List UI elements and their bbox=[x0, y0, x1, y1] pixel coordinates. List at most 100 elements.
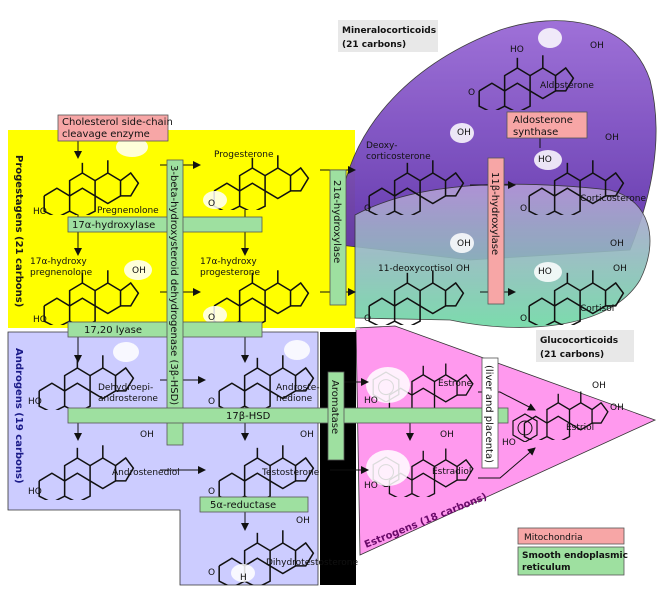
atom-o: O bbox=[208, 568, 215, 578]
corticosterone-label: Corticosterone bbox=[580, 194, 646, 204]
glucocorticoids-label: Glucocorticoids bbox=[540, 336, 618, 346]
legend-smooth-er-box bbox=[517, 546, 625, 576]
hydroxyprogesterone-label-1: 17α-hydroxy bbox=[200, 257, 257, 267]
atom-ho: HO bbox=[364, 481, 378, 491]
legend-smooth-er-line2: reticulum bbox=[522, 563, 571, 573]
atom-o: O bbox=[364, 314, 371, 324]
mineralocorticoids-carbons: (21 carbons) bbox=[342, 40, 406, 50]
highlight-ellipse bbox=[203, 306, 227, 324]
atom-o: O bbox=[208, 199, 215, 209]
atom-o: O bbox=[520, 314, 527, 324]
atom-h: H bbox=[240, 573, 247, 583]
atom-o: O bbox=[208, 397, 215, 407]
atom-oh: OH bbox=[610, 239, 624, 249]
progestagens-label: Progestagens (21 carbons) bbox=[13, 155, 24, 307]
highlight-ellipse bbox=[450, 233, 474, 253]
atom-oh: OH bbox=[140, 430, 154, 440]
atom-ho: HO bbox=[33, 315, 47, 325]
highlight-ellipse bbox=[366, 367, 410, 403]
mineralocorticoids-label: Mineralocorticoids bbox=[342, 26, 436, 36]
atom-oh: OH bbox=[590, 41, 604, 51]
androgens-region bbox=[7, 331, 319, 586]
side-chain-cleavage-enzyme-box bbox=[57, 114, 169, 142]
androgens-label: Androgens (19 carbons) bbox=[13, 348, 24, 484]
atom-ho: HO bbox=[538, 155, 552, 165]
atom-oh: OH bbox=[440, 430, 454, 440]
highlight-ellipse bbox=[534, 262, 562, 282]
liver-placenta-box bbox=[481, 357, 499, 469]
atom-o: O bbox=[208, 313, 215, 323]
glucocorticoids-carbons: (21 carbons) bbox=[540, 350, 604, 360]
estriol-label: Estriol bbox=[566, 423, 594, 433]
highlight-ellipse bbox=[203, 191, 227, 209]
atom-ho: HO bbox=[538, 267, 552, 277]
glucocorticoids-label-box bbox=[536, 330, 634, 362]
dhea-label-1: Dehydroepi- bbox=[98, 383, 153, 393]
hydroxypregnenolone-label-2: pregnenolone bbox=[30, 268, 93, 278]
atom-o: O bbox=[468, 88, 475, 98]
hsd-3b-label: 3-beta-hydroxysteroid dehydrogenase (3β-… bbox=[168, 165, 179, 405]
hsd-17b-label: 17β-HSD bbox=[226, 411, 271, 422]
atom-oh: OH bbox=[592, 381, 606, 391]
highlight-ellipse bbox=[534, 150, 562, 170]
highlight-ellipse bbox=[450, 123, 474, 143]
aromatase-label: Aromatase bbox=[329, 380, 340, 434]
side-chain-cleavage-enzyme-line2: cleavage enzyme bbox=[62, 129, 150, 140]
androstenediol-label: Androstenediol bbox=[112, 468, 180, 478]
liver-placenta-label: (liver and placenta) bbox=[483, 365, 494, 463]
atom-oh: OH bbox=[296, 516, 310, 526]
lyase-17-20-box bbox=[67, 321, 263, 338]
atom-oh: OH bbox=[457, 239, 471, 249]
reductase-5a-label: 5α-reductase bbox=[210, 500, 276, 511]
hydroxyprogesterone-label-2: progesterone bbox=[200, 268, 260, 278]
highlight-ellipse bbox=[124, 260, 152, 280]
legend-smooth-er-line1: Smooth endoplasmic bbox=[522, 551, 628, 561]
aldosterone-synthase-line1: Aldosterone bbox=[513, 115, 573, 126]
atom-oh: OH bbox=[300, 430, 314, 440]
hydroxylase-17a-label: 17α-hydroxylase bbox=[72, 220, 155, 231]
hsd-17b-box bbox=[67, 407, 509, 424]
legend-mitochondria-box bbox=[517, 527, 625, 545]
atom-ho: HO bbox=[502, 438, 516, 448]
hsd-3b-box bbox=[166, 159, 184, 446]
aldosterone-synthase-box bbox=[506, 111, 588, 139]
atom-oh: OH bbox=[613, 264, 627, 274]
estrone-label: Estrone bbox=[438, 379, 473, 389]
dihydrotestosterone-label: Dihydrotestosterone bbox=[266, 558, 358, 568]
dhea-label-2: androsterone bbox=[98, 394, 158, 404]
lyase-17-20-label: 17,20 lyase bbox=[84, 325, 142, 336]
testosterone-label: Testosterone bbox=[261, 468, 320, 478]
atom-oh: OH bbox=[132, 266, 146, 276]
highlight-ellipse bbox=[116, 137, 148, 157]
hydroxylase-21a-box bbox=[329, 169, 347, 306]
atom-ho: HO bbox=[28, 397, 42, 407]
hydroxylase-11b-box bbox=[487, 157, 505, 305]
atom-ho: HO bbox=[510, 45, 524, 55]
estrogens-region bbox=[355, 325, 657, 556]
highlight-ellipse bbox=[284, 340, 310, 360]
highlight-ellipse bbox=[231, 564, 255, 582]
atom-oh: OH bbox=[457, 128, 471, 138]
hydroxypregnenolone-label-1: 17α-hydroxy bbox=[30, 257, 87, 267]
pregnenolone-label: Pregnenolone bbox=[97, 206, 159, 216]
atom-o: O bbox=[364, 204, 371, 214]
hydroxylase-21a-label: 21α-hydroxylase bbox=[331, 180, 342, 263]
aldosterone-label: Aldosterone bbox=[540, 81, 594, 91]
androstenedione-label-2: nedione bbox=[276, 394, 313, 404]
atom-o: O bbox=[208, 487, 215, 497]
legend-mitochondria-label: Mitochondria bbox=[524, 533, 583, 543]
arrow bbox=[478, 447, 536, 479]
progesterone-label: Progesterone bbox=[214, 150, 274, 160]
highlight-ellipse bbox=[366, 450, 410, 486]
atom-ho: HO bbox=[33, 207, 47, 217]
side-chain-cleavage-enzyme-line1: Cholesterol side-chain bbox=[62, 117, 173, 128]
aldosterone-synthase-line2: synthase bbox=[513, 127, 558, 138]
atom-o: O bbox=[520, 204, 527, 214]
atom-oh: OH bbox=[456, 264, 470, 274]
mineralocorticoids-label-box bbox=[338, 20, 438, 52]
deoxycorticosterone-label-2: corticosterone bbox=[366, 152, 431, 162]
deoxycortisol-label: 11-deoxycortisol bbox=[378, 264, 453, 274]
highlight-ellipse bbox=[538, 28, 562, 48]
